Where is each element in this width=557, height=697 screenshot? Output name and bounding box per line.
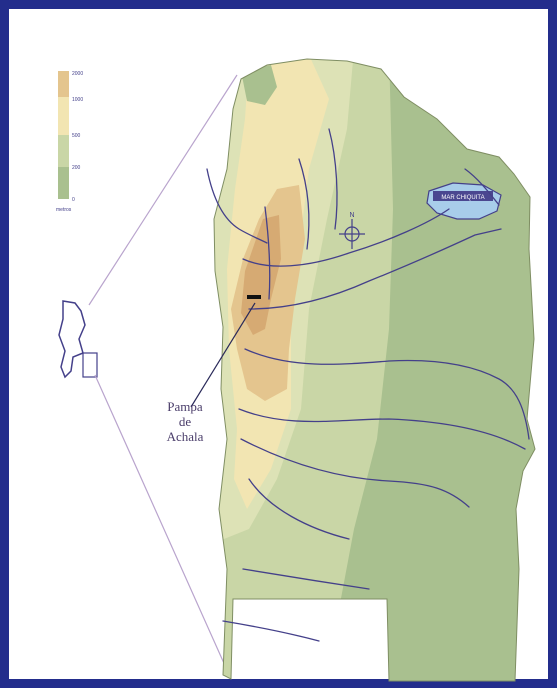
- river-north-3: [328, 128, 338, 230]
- lake-mar-chiquita: MAR CHIQUITA: [426, 182, 502, 220]
- legend-tick-2000: 2000: [72, 71, 83, 77]
- legend-swatch-tan: [58, 97, 69, 135]
- zone-highland: [241, 215, 281, 335]
- rivers: [206, 128, 530, 642]
- river-dulce: [464, 168, 500, 206]
- label-leader-line: [190, 302, 256, 408]
- place-label-line-3: Achala: [166, 429, 204, 444]
- argentina-inset: [58, 300, 98, 379]
- province-elevation-zones: [214, 59, 535, 681]
- river-south-3: [222, 620, 320, 642]
- river-south-1: [248, 478, 350, 540]
- legend-unit: metros: [56, 207, 72, 213]
- legend-tick-500: 500: [72, 133, 81, 139]
- zoom-connector-lines: [88, 74, 238, 680]
- lake-label: MAR CHIQUITA: [441, 195, 484, 201]
- inset-box: [82, 352, 98, 378]
- river-south-2: [242, 568, 370, 590]
- river-cuarto: [238, 408, 526, 450]
- legend-tick-1000: 1000: [72, 97, 83, 103]
- legend-swatch-plain: [58, 135, 69, 167]
- river-north-1: [206, 168, 268, 244]
- compass-icon: N: [339, 212, 365, 249]
- legend-tick-0: 0: [72, 197, 75, 203]
- elevation-legend: 2000 1000 500 200 0 metros: [56, 71, 83, 213]
- legend-tick-200: 200: [72, 165, 81, 171]
- pampa-achala-marker: [247, 295, 261, 299]
- legend-swatch-lowland: [58, 167, 69, 199]
- river-tercero: [244, 348, 530, 440]
- province-map: MAR CHIQUITA N 2000 1000 500: [56, 58, 536, 682]
- legend-swatch-highland: [58, 71, 69, 97]
- river-sierra: [264, 206, 271, 300]
- river-quinto: [240, 438, 470, 508]
- place-label-line-2: de: [178, 414, 192, 429]
- zone-north-green: [241, 65, 277, 105]
- river-north-2: [298, 158, 310, 250]
- river-segundo: [248, 228, 502, 310]
- svg-text:N: N: [349, 212, 354, 219]
- province-outline: [213, 58, 536, 682]
- lake-label-box: [433, 191, 493, 201]
- place-label-line-1: Pampa: [167, 399, 203, 414]
- argentina-outline: [58, 300, 86, 379]
- place-label-pampa-de-achala: Pampa de Achala: [143, 399, 227, 444]
